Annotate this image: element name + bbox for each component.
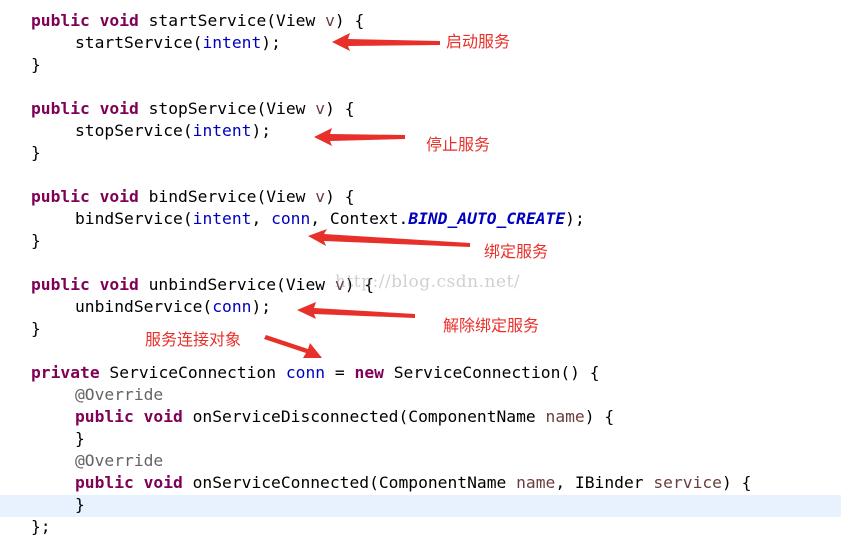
brace: } [31,143,41,162]
constructor-call: ServiceConnection() { [383,363,600,382]
method-signature: bindService(View [138,187,316,206]
type-ref: ServiceConnection [99,363,286,382]
punctuation: , IBinder [555,473,654,492]
brace: } [31,55,41,74]
method-call: stopService( [75,121,193,140]
code-line: startService(intent); [31,32,281,54]
code-line: public void unbindService(View v) { [31,274,374,296]
code-line: public void bindService(View v) { [31,186,355,208]
method-call: unbindService( [75,297,213,316]
parameter: name [516,473,556,492]
keyword: new [354,363,384,382]
punctuation: , [251,209,272,228]
method-signature: unbindService(View [138,275,335,294]
code-line: } [31,428,85,450]
code-line: } [31,230,41,252]
annotation-stop-service: 停止服务 [426,135,491,154]
brace: } [31,319,41,338]
field-decl: conn [285,363,326,382]
punctuation: ) { [344,275,375,294]
punctuation: ); [251,121,272,140]
code-line: } [31,142,41,164]
code-line: public void onServiceDisconnected(Compon… [31,406,614,428]
parameter: v [315,187,326,206]
parameter: v [325,11,335,30]
parameter: v [315,99,326,118]
punctuation: ) { [334,11,365,30]
method-signature: startService(View [138,11,326,30]
method-call: startService( [75,33,203,52]
punctuation: ); [251,297,272,316]
method-signature: onServiceDisconnected(ComponentName [182,407,546,426]
field-ref: intent [192,121,252,140]
brace: }; [31,517,51,536]
code-line: bindService(intent, conn, Context.BIND_A… [31,208,585,230]
punctuation: ) { [325,99,355,118]
field-ref: intent [192,209,252,228]
keyword: public void [31,275,139,294]
code-line: } [31,54,41,76]
field-ref: conn [212,297,252,316]
class-ref: , Context. [310,209,409,228]
code-line: } [31,318,41,340]
code-line: }; [31,516,51,538]
punctuation: ); [565,209,585,228]
brace: } [75,429,85,448]
field-ref: intent [202,33,262,52]
code-line: private ServiceConnection conn = new Ser… [31,362,600,384]
annotation: @Override [75,385,164,404]
code-line: public void stopService(View v) { [31,98,355,120]
punctuation: ) { [721,473,752,492]
brace: } [31,231,41,250]
code-line: public void startService(View v) { [31,10,364,32]
keyword: public void [31,187,139,206]
field-ref: conn [271,209,311,228]
annotation-bind-service: 绑定服务 [484,242,549,261]
code-line: unbindService(conn); [31,296,271,318]
current-line-highlight [0,495,841,517]
parameter: name [545,407,585,426]
keyword: private [31,363,100,382]
annotation-start-service: 启动服务 [446,32,511,51]
keyword: public void [31,99,139,118]
method-call: bindService( [75,209,193,228]
punctuation: ); [261,33,281,52]
constant: BIND_AUTO_CREATE [408,209,566,228]
operator: = [325,363,355,382]
code-line: @Override [31,450,163,472]
code-line: public void onServiceConnected(Component… [31,472,751,494]
method-signature: stopService(View [138,99,316,118]
keyword: public void [75,473,183,492]
annotation-service-connection: 服务连接对象 [145,330,242,349]
brace: } [75,495,85,514]
watermark: http://blog.csdn.net/ [335,272,521,292]
keyword: public void [31,11,139,30]
punctuation: ) { [584,407,615,426]
code-line: stopService(intent); [31,120,271,142]
parameter: v [334,275,345,294]
parameter: service [653,473,722,492]
annotation: @Override [75,451,164,470]
annotation-unbind-service: 解除绑定服务 [443,316,540,335]
keyword: public void [75,407,183,426]
method-signature: onServiceConnected(ComponentName [182,473,517,492]
code-line: @Override [31,384,163,406]
punctuation: ) { [325,187,355,206]
code-line: } [31,494,85,516]
